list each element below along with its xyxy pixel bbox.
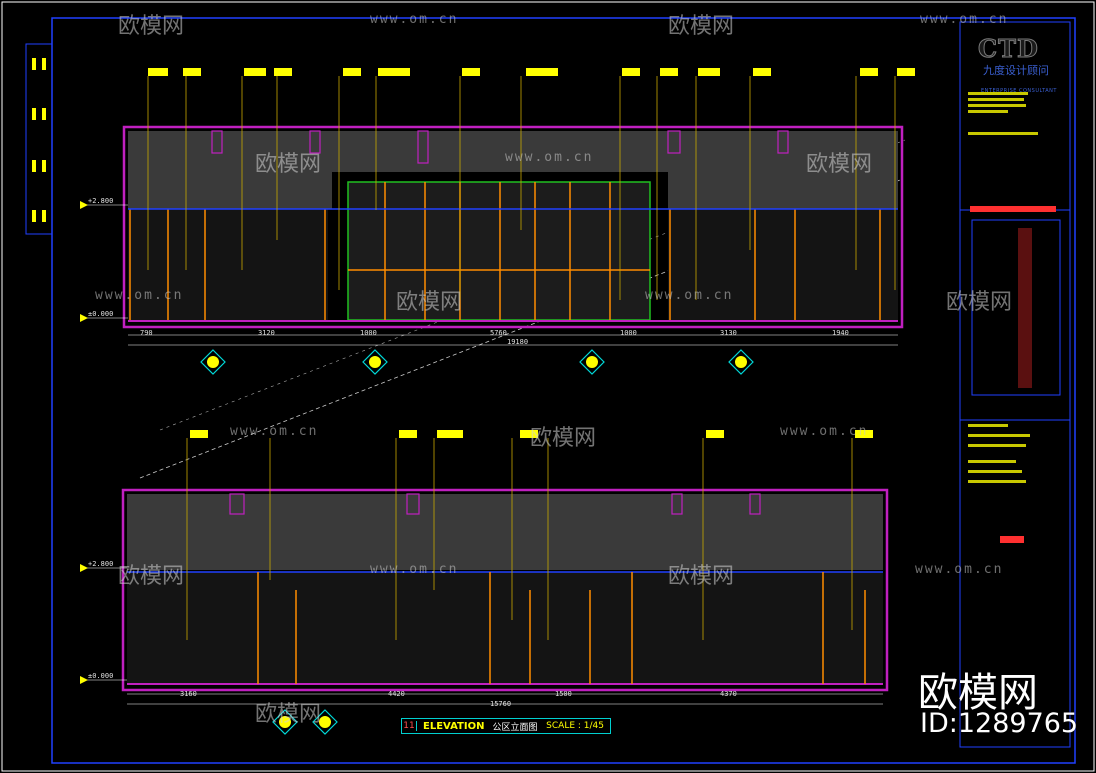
project-tag bbox=[970, 206, 1056, 212]
lower-elevation bbox=[80, 430, 889, 705]
watermark-url: www.om.cn bbox=[505, 150, 594, 165]
lower-tags bbox=[190, 430, 873, 438]
stamp bbox=[1000, 536, 1024, 543]
upper-dim-1: 790 bbox=[140, 329, 153, 337]
lower-section-markers bbox=[272, 709, 338, 735]
company-subtitle: ENTERPRISE CONSULTANT bbox=[981, 88, 1057, 94]
level-top-lower: +2.800 bbox=[88, 560, 114, 568]
company-name: 九度设计顾问 bbox=[983, 64, 1049, 77]
lower-dim-1: 3160 bbox=[180, 690, 197, 698]
watermark-url: www.om.cn bbox=[915, 562, 1004, 577]
lower-dim-8: 4370 bbox=[720, 690, 737, 698]
level-top-upper: +2.800 bbox=[88, 197, 114, 205]
title-block-frame bbox=[959, 21, 1071, 748]
drawing-title-bar: 11 ELEVATION 公区立面图 SCALE : 1/45 bbox=[401, 718, 611, 734]
watermark-id: ID:1289765 bbox=[920, 708, 1079, 739]
watermark-url: www.om.cn bbox=[645, 288, 734, 303]
drawing-name-cn: 公区立面图 bbox=[492, 722, 538, 733]
watermark-brand: 欧模网 bbox=[255, 702, 322, 727]
upper-dim-8: 5760 bbox=[490, 329, 507, 337]
watermark-url: www.om.cn bbox=[370, 12, 459, 27]
watermark-brand: 欧模网 bbox=[946, 290, 1013, 315]
watermark-brand: 欧模网 bbox=[255, 152, 322, 177]
project-name-vertical bbox=[1018, 228, 1032, 388]
upper-dim-13: 1940 bbox=[832, 329, 849, 337]
watermark-brand: 欧模网 bbox=[806, 152, 873, 177]
upper-total-dim: 19180 bbox=[507, 338, 529, 346]
watermark-brand-large: 欧模网 bbox=[918, 670, 1038, 716]
watermark-brand: 欧模网 bbox=[668, 14, 735, 39]
upper-glass-wall bbox=[347, 181, 651, 321]
upper-wall-right bbox=[668, 209, 898, 321]
upper-dim-7: 1000 bbox=[360, 329, 377, 337]
drawing-number: 11 bbox=[402, 721, 417, 731]
watermark-brand: 欧模网 bbox=[668, 564, 735, 589]
lower-dim-6: 1500 bbox=[555, 690, 572, 698]
watermark-url: www.om.cn bbox=[370, 562, 459, 577]
ctd-logo: CTD bbox=[978, 34, 1039, 64]
upper-wall-left bbox=[128, 209, 328, 321]
binding-strip bbox=[25, 43, 53, 235]
watermark-brand: 欧模网 bbox=[118, 564, 185, 589]
lower-dim-2: 4420 bbox=[388, 690, 405, 698]
watermark-url: www.om.cn bbox=[920, 12, 1009, 27]
project-name-box bbox=[971, 219, 1061, 396]
level-bottom-lower: ±0.000 bbox=[88, 672, 114, 680]
lower-soffit bbox=[127, 494, 883, 570]
upper-tags bbox=[148, 68, 915, 76]
lower-wall bbox=[127, 572, 883, 684]
lower-total-dim: 15760 bbox=[490, 700, 512, 708]
watermark-url: www.om.cn bbox=[95, 288, 184, 303]
upper-elevation bbox=[80, 68, 915, 346]
binding-marks bbox=[32, 58, 46, 222]
watermark-brand: 欧模网 bbox=[530, 426, 597, 451]
watermark-brand: 欧模网 bbox=[396, 290, 463, 315]
upper-dim-9: 1000 bbox=[620, 329, 637, 337]
upper-dim-11: 3130 bbox=[720, 329, 737, 337]
watermark-url: www.om.cn bbox=[780, 424, 869, 439]
level-bottom-upper: ±0.000 bbox=[88, 310, 114, 318]
drawing-scale: SCALE : 1/45 bbox=[546, 721, 604, 731]
sheet-border bbox=[51, 17, 1076, 764]
title-block-lines bbox=[968, 92, 1038, 483]
watermark-brand: 欧模网 bbox=[118, 14, 185, 39]
drawing-name-en: ELEVATION bbox=[423, 720, 485, 732]
upper-dim-5: 3120 bbox=[258, 329, 275, 337]
upper-section-markers bbox=[200, 349, 754, 375]
watermark-url: www.om.cn bbox=[230, 424, 319, 439]
